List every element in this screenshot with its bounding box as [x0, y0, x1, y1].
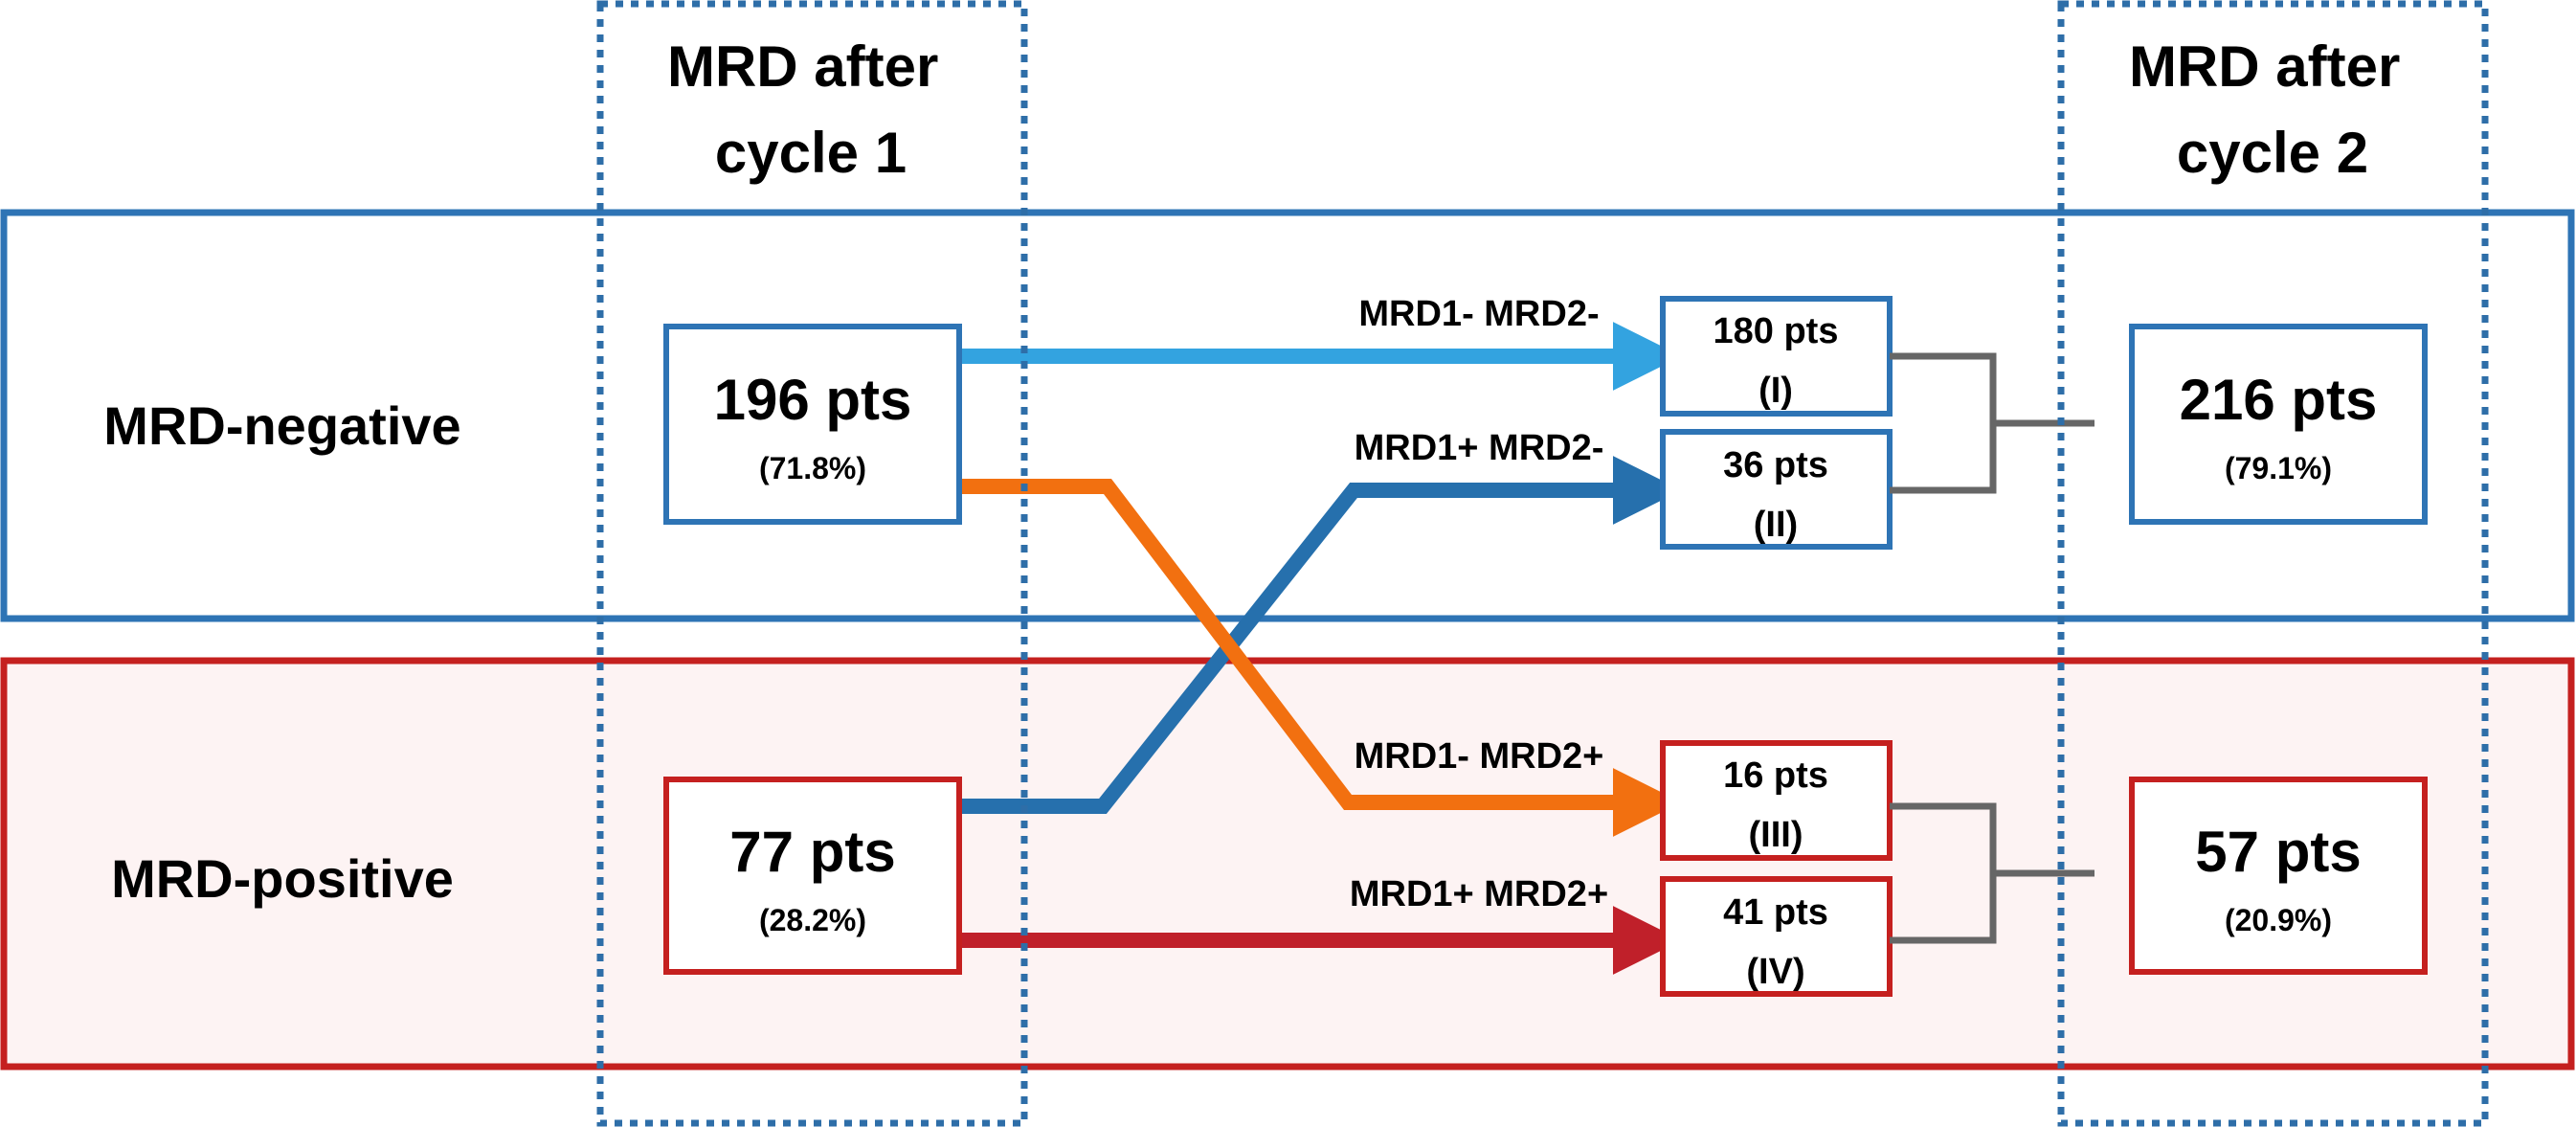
cycle2-column-frame: [2057, 0, 2489, 1127]
cycle1-title-line2: cycle 1: [715, 121, 907, 185]
cycle1-negative-count: 196 pts: [714, 368, 912, 432]
cycle2-positive-pct: (20.9%): [2225, 903, 2332, 937]
cycle2-negative-count: 216 pts: [2180, 368, 2378, 432]
transition-label-3: MRD1- MRD2+: [1355, 736, 1604, 777]
group-IV-roman: (IV): [1746, 952, 1804, 992]
cycle1-positive-pct: (28.2%): [759, 903, 866, 937]
cycle1-column-title: MRD after cycle 1: [667, 34, 954, 185]
cycle2-positive-count: 57 pts: [2195, 820, 2361, 884]
group-III-count: 16 pts: [1723, 755, 1828, 796]
cycle2-title-line2: cycle 2: [2177, 121, 2368, 185]
group-IV-count: 41 pts: [1723, 892, 1828, 933]
group-box-IV: [1660, 876, 1893, 997]
group-box-III: [1660, 740, 1893, 861]
mrd-negative-row-label: MRD-negative: [103, 395, 460, 456]
cycle1-negative-box: [663, 324, 962, 525]
cycle1-negative-pct: (71.8%): [759, 451, 866, 485]
cycle1-positive-count: 77 pts: [729, 820, 895, 884]
cycle1-title-line1: MRD after: [667, 34, 938, 99]
cycle2-positive-box: [2129, 777, 2428, 975]
cycle1-positive-box: [663, 777, 962, 975]
transition-label-1: MRD1- MRD2-: [1358, 294, 1599, 334]
transition-label-2: MRD1+ MRD2-: [1355, 428, 1604, 468]
cycle2-negative-box: [2129, 324, 2428, 525]
arrow-mrd1neg-mrd2pos: [959, 479, 1682, 837]
cycle1-column-frame: [596, 0, 1028, 1127]
group-III-roman: (III): [1749, 815, 1803, 855]
cycle2-title-line1: MRD after: [2129, 34, 2400, 99]
group-II-roman: (II): [1754, 505, 1798, 545]
transition-label-4: MRD1+ MRD2+: [1350, 874, 1608, 914]
cycle2-negative-pct: (79.1%): [2225, 451, 2332, 485]
mrd-positive-row-label: MRD-positive: [111, 848, 454, 909]
group-box-II: [1660, 429, 1893, 550]
group-II-count: 36 pts: [1723, 445, 1828, 485]
cycle2-column-title: MRD after cycle 2: [2129, 34, 2416, 185]
group-I-roman: (I): [1758, 371, 1793, 411]
group-I-count: 180 pts: [1714, 311, 1839, 351]
